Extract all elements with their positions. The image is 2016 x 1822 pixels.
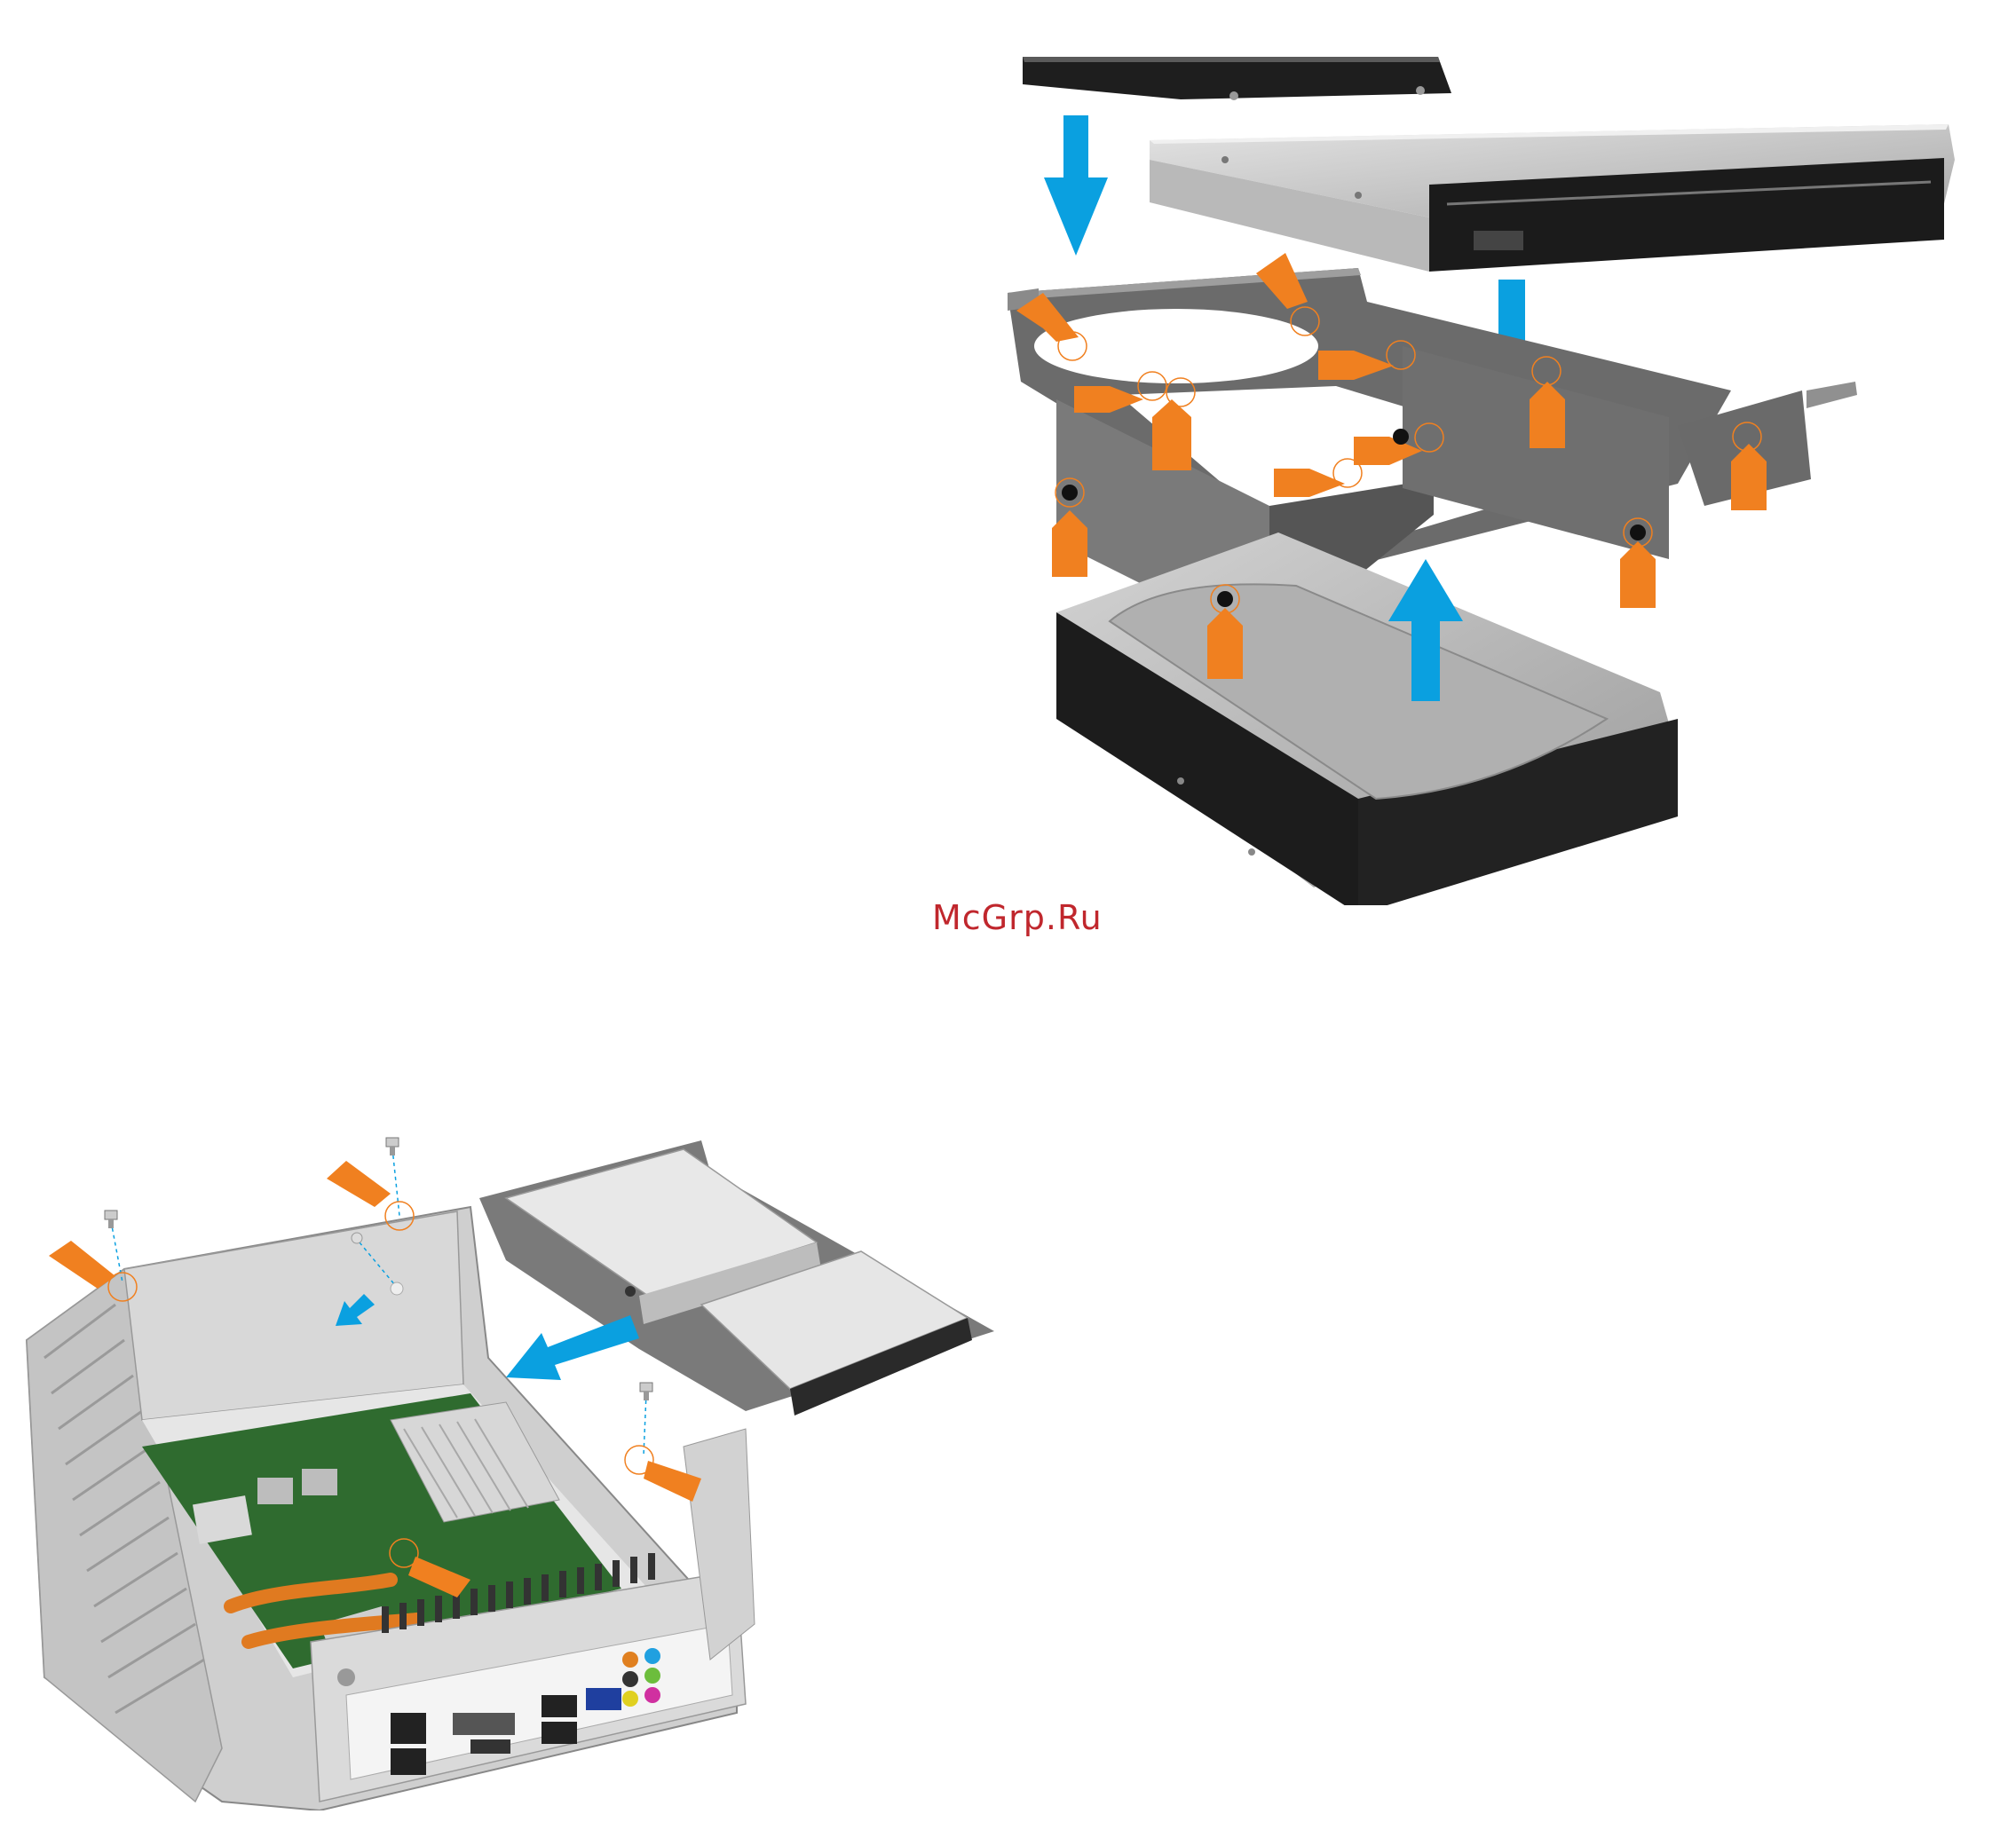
dvi-port — [453, 1713, 515, 1735]
usb3-port — [586, 1688, 621, 1710]
antenna-connector — [337, 1668, 355, 1686]
screw — [386, 1138, 399, 1216]
audio-jack — [622, 1691, 638, 1707]
audio-jack — [622, 1671, 638, 1687]
slim-drive — [1023, 57, 1451, 100]
optical-drive — [1150, 124, 1955, 272]
screw — [640, 1383, 652, 1455]
audio-jack — [644, 1648, 660, 1664]
usb-port — [542, 1695, 577, 1717]
screw-marker-arrow — [327, 1161, 391, 1207]
drive-bracket-assembly-figure — [1003, 35, 1980, 905]
hard-drive — [1056, 532, 1678, 905]
usb-port — [391, 1748, 426, 1775]
ethernet-port — [391, 1713, 426, 1744]
watermark-text: McGrp.Ru — [932, 898, 1103, 937]
audio-jack — [644, 1668, 660, 1684]
screw-marker-arrow — [49, 1241, 115, 1289]
usb-port — [542, 1722, 577, 1744]
install-arrow-down-left — [1044, 115, 1108, 256]
chassis-bracket-install-figure — [9, 1127, 1003, 1810]
hdmi-port — [470, 1739, 510, 1754]
install-arrow-left — [506, 1315, 639, 1380]
audio-jack — [622, 1652, 638, 1668]
audio-jack — [644, 1687, 660, 1703]
